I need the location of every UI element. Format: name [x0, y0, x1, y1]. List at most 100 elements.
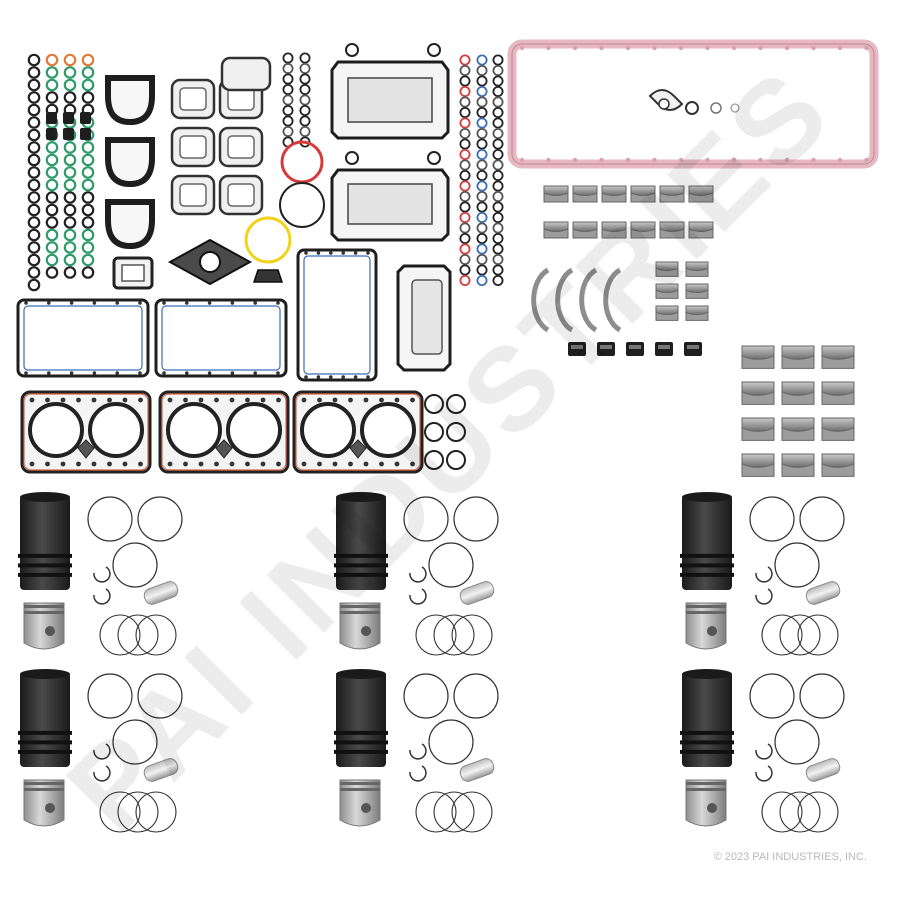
o-ring — [459, 211, 471, 223]
seal-ring — [137, 673, 183, 719]
piston-ring — [451, 791, 493, 833]
o-ring — [459, 65, 471, 77]
o-ring — [476, 222, 488, 234]
o-ring — [459, 253, 471, 265]
bearing-shell — [821, 345, 855, 369]
seal-ring — [403, 496, 449, 542]
pan-bolt-hole — [705, 45, 710, 51]
piston — [685, 602, 727, 650]
piston-ring — [415, 791, 457, 833]
piston-liner-kits — [18, 492, 845, 833]
pan-bolt-hole — [625, 45, 631, 51]
piston-ring — [797, 791, 839, 833]
o-ring — [81, 66, 95, 79]
bearing-shell — [655, 283, 679, 299]
o-ring — [492, 54, 504, 66]
bearing-shell — [630, 221, 656, 239]
o-ring — [81, 78, 95, 92]
o-ring — [282, 84, 294, 96]
thrust-washer — [603, 267, 622, 333]
thrust-washer — [579, 267, 598, 333]
piston-pin — [143, 758, 179, 782]
o-ring — [45, 216, 59, 229]
valve-stem-seal — [46, 128, 57, 140]
o-ring — [27, 66, 41, 79]
o-ring — [492, 264, 504, 276]
pan-bolt-hole — [811, 157, 816, 163]
o-ring — [299, 63, 311, 75]
o-ring — [492, 75, 504, 87]
piston-pin — [805, 758, 841, 782]
o-ring — [492, 169, 504, 181]
pan-bolt-hole — [864, 157, 869, 163]
o-ring — [424, 450, 444, 470]
snap-ring — [755, 765, 773, 782]
o-ring — [63, 228, 77, 242]
o-ring — [476, 253, 488, 265]
o-ring — [459, 190, 471, 202]
valve-cover-gasket — [154, 298, 288, 378]
pan-bolt-hole — [758, 157, 763, 163]
bearing-shell — [543, 185, 569, 203]
o-ring — [45, 178, 59, 192]
o-ring-set — [27, 52, 504, 470]
o-ring — [446, 450, 466, 470]
o-ring — [81, 241, 95, 254]
o-ring — [299, 94, 311, 106]
o-ring — [299, 84, 311, 96]
o-ring — [63, 203, 77, 217]
bearing-shell — [630, 185, 656, 203]
bearing-shell — [685, 261, 709, 277]
o-ring — [282, 115, 294, 127]
o-ring — [299, 105, 311, 117]
seal-ring — [428, 719, 474, 765]
o-ring — [45, 266, 59, 279]
piston-ring — [779, 614, 821, 656]
piston-pin — [459, 581, 495, 605]
bearing-shell — [659, 185, 685, 203]
o-ring — [476, 138, 488, 150]
piston-ring — [135, 791, 177, 833]
pan-bolt-hole — [731, 157, 737, 163]
o-ring — [476, 180, 488, 192]
exhaust-gasket — [105, 137, 155, 188]
bearing-shell — [741, 345, 775, 369]
o-ring — [476, 75, 488, 87]
o-ring — [27, 191, 41, 204]
bearing-shell — [572, 221, 598, 239]
o-ring — [299, 73, 311, 85]
cylinder-kit — [680, 492, 845, 656]
o-ring — [459, 75, 471, 87]
intake-gasket — [170, 174, 216, 216]
o-ring — [459, 138, 471, 150]
snap-ring — [755, 743, 773, 760]
o-ring — [459, 107, 471, 119]
pan-bolt-hole — [519, 45, 525, 51]
bearing-shell — [685, 283, 709, 299]
o-ring — [492, 86, 504, 98]
piston-ring — [433, 614, 475, 656]
o-ring — [492, 211, 504, 223]
o-ring — [45, 53, 59, 67]
intake-gasket — [220, 56, 272, 92]
snap-ring — [409, 588, 427, 605]
thrust-washer — [531, 267, 550, 333]
oil-pan-gasket — [507, 39, 879, 169]
o-ring — [476, 190, 488, 202]
pan-bolt-holes — [519, 45, 869, 163]
o-ring — [476, 243, 488, 255]
cylinder-kit — [18, 669, 183, 833]
o-ring — [492, 243, 504, 255]
o-ring — [81, 153, 95, 167]
thrust-washers — [531, 267, 702, 356]
o-ring — [27, 266, 41, 279]
pan-bolt-hole — [758, 45, 763, 51]
bearing-shell — [781, 453, 815, 477]
o-ring — [299, 126, 311, 138]
o-ring — [492, 274, 504, 286]
o-ring — [459, 148, 471, 160]
bearing-shell — [659, 221, 685, 239]
seal-ring — [749, 673, 795, 719]
pan-bolt-hole — [837, 157, 843, 163]
o-ring — [45, 241, 59, 254]
